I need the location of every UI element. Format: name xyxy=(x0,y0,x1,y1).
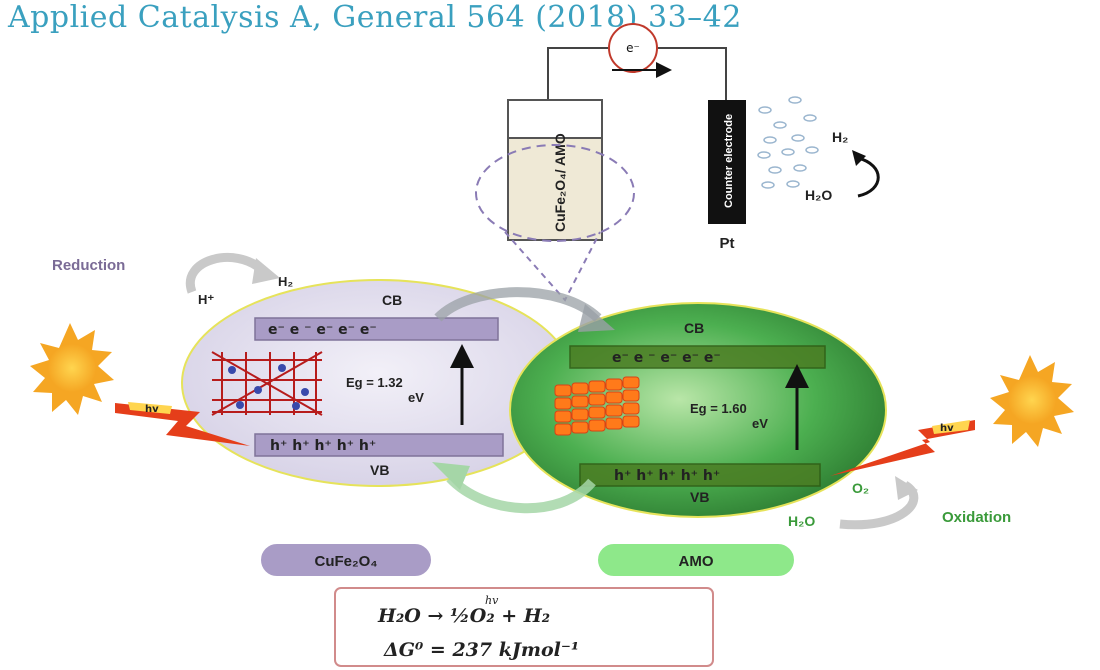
lightning-icon-left: hv xyxy=(115,402,250,446)
reduction-arrow xyxy=(185,252,266,294)
amo-vb-label: VB xyxy=(690,489,709,505)
gas-bubbles xyxy=(757,96,819,189)
amo-vb-holes: h⁺ h⁺ h⁺ h⁺ h⁺ xyxy=(614,468,720,484)
equation-hv: hv xyxy=(485,594,499,607)
amo-nanostructure-icon xyxy=(554,376,640,436)
reduction-h2: H₂ xyxy=(278,274,293,289)
amo-cb-label: CB xyxy=(684,320,704,336)
hv-label-left: hv xyxy=(145,404,159,415)
lightning-icon-right: hv xyxy=(830,420,975,476)
cufe2o4-vb-label: VB xyxy=(370,462,389,478)
cufe2o4-valence-band xyxy=(254,433,504,457)
cufe2o4-bandgap-unit: eV xyxy=(408,390,424,405)
reduction-h-plus: H⁺ xyxy=(198,292,214,307)
pt-label: Pt xyxy=(720,235,735,252)
amo-conduction-band xyxy=(569,345,826,369)
counter-electrode: Counter electrode Pt xyxy=(708,100,746,252)
cufe2o4-crystal-structure-icon xyxy=(211,351,323,416)
hole-transfer-arrow xyxy=(446,474,596,514)
cathode-h2o-label: H₂O xyxy=(805,187,832,203)
hv-label-right: hv xyxy=(940,423,954,434)
gibbs-free-energy: ΔG⁰ = 237 kJmol⁻¹ xyxy=(383,639,579,661)
reduction-label: Reduction xyxy=(52,257,125,274)
oxidation-h2o: H₂O xyxy=(788,513,815,529)
cathode-h2-label: H₂ xyxy=(832,129,848,145)
zoom-ellipse xyxy=(475,144,635,242)
amo-name: AMO xyxy=(679,553,714,570)
sun-icon-left xyxy=(30,323,114,415)
equation-box: hv H₂O → ½O₂ + H₂ ΔG⁰ = 237 kJmol⁻¹ xyxy=(334,587,714,667)
external-circuit: e⁻ xyxy=(547,23,727,100)
cufe2o4-name: CuFe₂O₄ xyxy=(315,553,378,570)
photoelectrode-cell: CuFe₂O₄/ AMO xyxy=(475,99,635,302)
amo-badge: AMO xyxy=(596,542,796,578)
cufe2o4-badge: CuFe₂O₄ xyxy=(259,542,433,578)
cufe2o4-particle: CB e⁻ e ⁻ e⁻ e⁻ e⁻ Eg = 1.32 eV h⁺ h⁺ h⁺… xyxy=(181,279,575,487)
electron-flow-label: e⁻ xyxy=(626,41,640,55)
photoanode-label: CuFe₂O₄/ AMO xyxy=(552,133,568,232)
cathode-cycle-arrow xyxy=(857,156,880,198)
oxidation-o2: O₂ xyxy=(852,480,869,496)
cufe2o4-cb-electrons: e⁻ e ⁻ e⁻ e⁻ e⁻ xyxy=(268,322,377,338)
cufe2o4-vb-holes: h⁺ h⁺ h⁺ h⁺ h⁺ xyxy=(270,438,376,454)
amo-valence-band xyxy=(579,463,821,487)
counter-electrode-label: Counter electrode xyxy=(723,114,735,208)
cufe2o4-bandgap: Eg = 1.32 xyxy=(346,375,403,390)
cufe2o4-conduction-band xyxy=(254,317,499,341)
cufe2o4-cb-label: CB xyxy=(382,292,402,308)
amo-bandgap-unit: eV xyxy=(752,416,768,431)
sun-icon-right xyxy=(990,355,1074,447)
water-splitting-equation: H₂O → ½O₂ + H₂ xyxy=(377,605,550,627)
electron-transfer-arrow xyxy=(434,287,602,322)
oxidation-label: Oxidation xyxy=(942,509,1011,526)
amo-cb-electrons: e⁻ e ⁻ e⁻ e⁻ e⁻ xyxy=(612,350,721,366)
ammeter-icon xyxy=(608,23,658,73)
amo-bandgap: Eg = 1.60 xyxy=(690,401,747,416)
amo-particle: CB e⁻ e ⁻ e⁻ e⁻ e⁻ Eg = 1.60 eV h⁺ h⁺ h⁺… xyxy=(509,302,887,518)
